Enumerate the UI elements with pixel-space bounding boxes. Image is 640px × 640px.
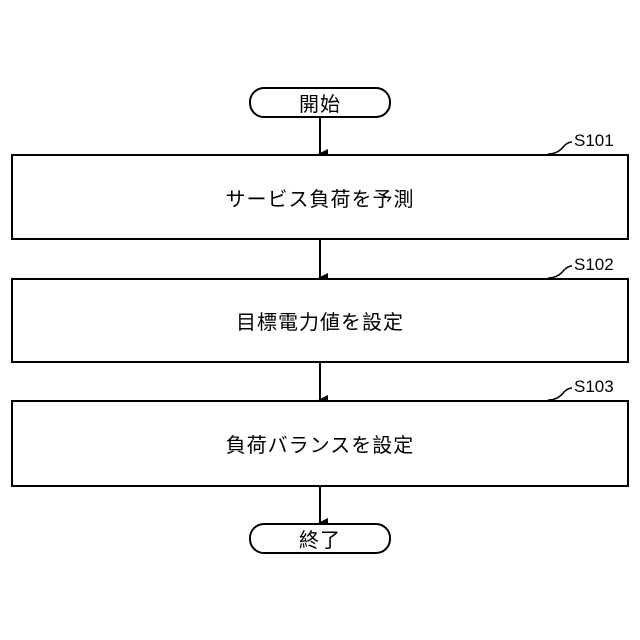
step-leader-s101 xyxy=(548,142,572,154)
process-box-s103: 負荷バランスを設定 xyxy=(11,400,629,487)
step-id-s102: S102 xyxy=(574,255,614,275)
step-leader-s102 xyxy=(548,266,572,278)
step-id-s101: S101 xyxy=(574,131,614,151)
process-box-s102: 目標電力値を設定 xyxy=(11,278,629,363)
process-label-s102: 目標電力値を設定 xyxy=(236,306,404,335)
end-terminal: 終了 xyxy=(249,523,391,554)
process-box-s101: サービス負荷を予測 xyxy=(11,154,629,240)
step-id-s103: S103 xyxy=(574,377,614,397)
end-label: 終了 xyxy=(299,524,341,553)
start-label: 開始 xyxy=(299,88,341,117)
process-label-s101: サービス負荷を予測 xyxy=(226,183,415,212)
start-terminal: 開始 xyxy=(249,87,391,118)
step-leader-s103 xyxy=(548,388,572,400)
process-label-s103: 負荷バランスを設定 xyxy=(226,429,415,458)
